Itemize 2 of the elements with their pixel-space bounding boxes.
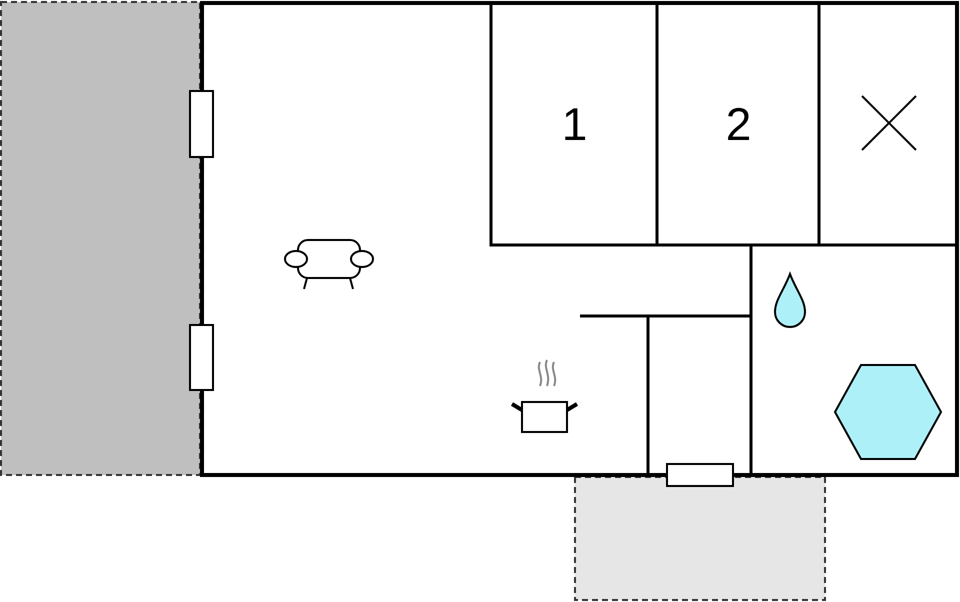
room-number: 1 [562, 101, 588, 147]
room-number: 2 [726, 101, 752, 147]
